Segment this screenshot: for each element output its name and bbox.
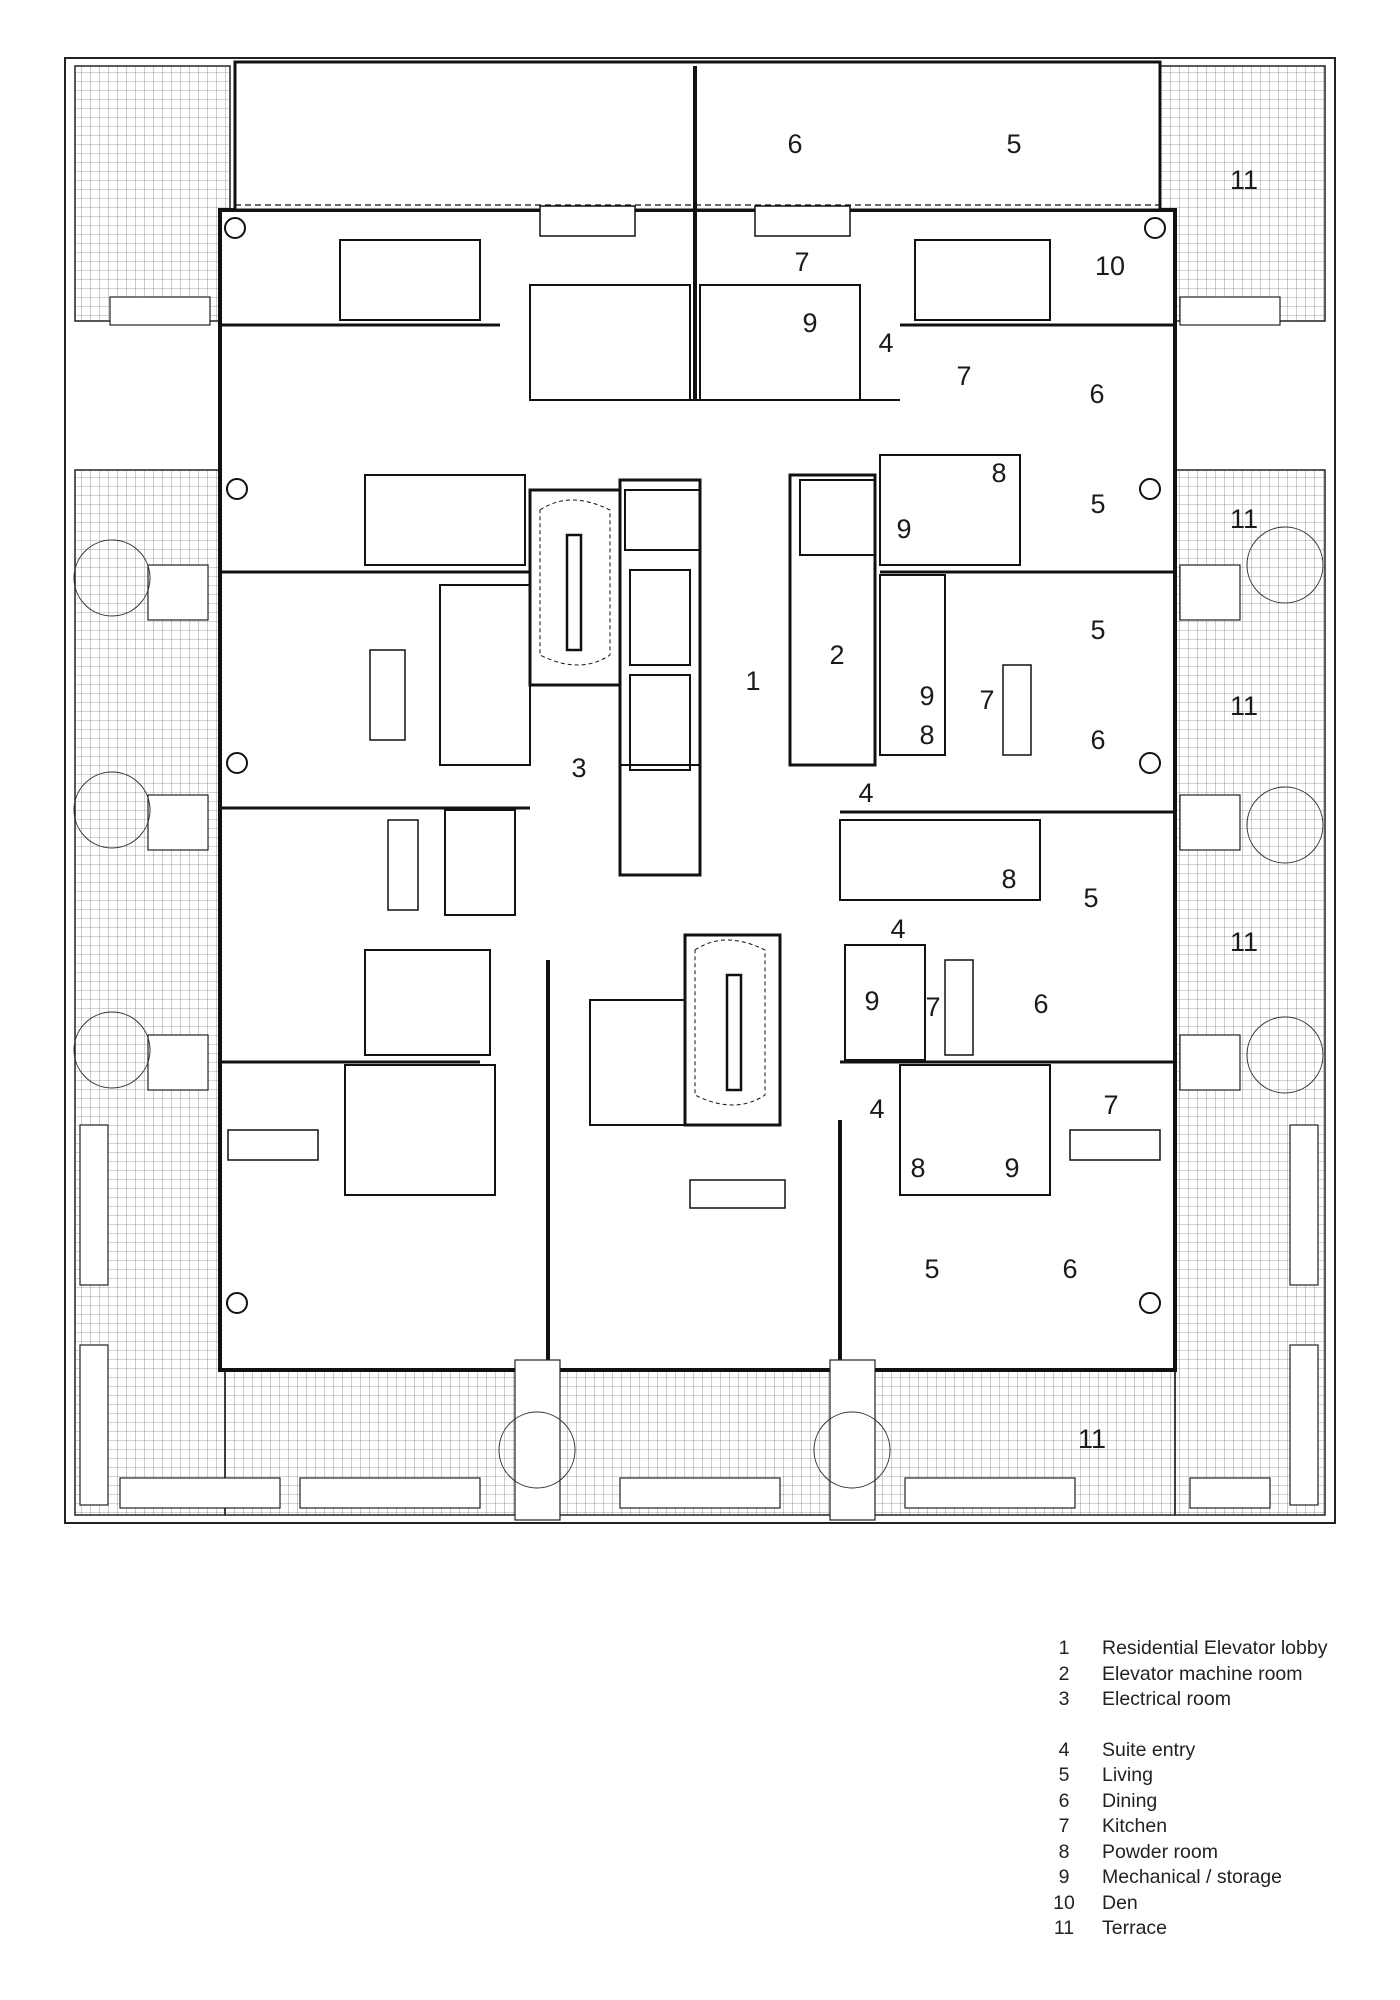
room-number-label: 6 (1062, 1254, 1077, 1284)
room-number-label: 9 (864, 986, 879, 1016)
legend-number: 3 (1058, 1688, 1070, 1711)
room-number-label: 8 (991, 458, 1006, 488)
legend-item: 8 Powder room (1040, 1840, 1380, 1866)
room-number-label: 9 (1004, 1153, 1019, 1183)
legend-label: Powder room (1102, 1840, 1218, 1863)
room-number-label: 6 (1089, 379, 1104, 409)
room-number-label: 11 (1230, 165, 1258, 195)
legend-number: 7 (1058, 1815, 1070, 1838)
building-walls (218, 60, 1177, 1372)
room-number-label: 6 (787, 129, 802, 159)
legend-number: 6 (1058, 1789, 1070, 1812)
room-number-label: 7 (979, 685, 994, 715)
room-number-label: 8 (1001, 864, 1016, 894)
site-boundary (64, 57, 1336, 1524)
planters (79, 296, 1319, 1521)
legend-item: 1 Residential Elevator lobby (1040, 1636, 1380, 1662)
interior-partitions (339, 239, 1051, 1196)
legend-group-common: 1 Residential Elevator lobby 2 Elevator mac… (1040, 1636, 1380, 1713)
legend-number: 2 (1058, 1662, 1070, 1685)
legend-number: 11 (1053, 1917, 1075, 1940)
legend-spacer (1040, 1713, 1380, 1738)
room-number-label: 11 (1230, 691, 1258, 721)
legend-number: 8 (1058, 1840, 1070, 1863)
legend-label: Residential Elevator lobby (1102, 1637, 1328, 1660)
legend-label: Suite entry (1102, 1738, 1196, 1761)
floor-plan-drawing: 6511710947689511125978116348541197647895… (64, 57, 1336, 1524)
legend-group-suite: 4 Suite entry 5 Living 6 Dining 7 Kitchen 8 Powde… (1040, 1738, 1380, 1942)
legend-number: 5 (1058, 1764, 1070, 1787)
room-number-label: 1 (745, 666, 760, 696)
room-number-label: 4 (869, 1094, 884, 1124)
legend-item: 7 Kitchen (1040, 1814, 1380, 1840)
room-number-label: 5 (1090, 489, 1105, 519)
room-number-label: 7 (925, 992, 940, 1022)
room-number-label: 3 (571, 753, 586, 783)
room-number-label: 4 (878, 328, 893, 358)
columns (224, 217, 1166, 1314)
room-number-label: 6 (1090, 725, 1105, 755)
legend-number: 4 (1058, 1738, 1070, 1761)
legend-item: 10 Den (1040, 1891, 1380, 1917)
room-number-label: 5 (1006, 129, 1021, 159)
room-number-label: 4 (890, 914, 905, 944)
room-number-label: 11 (1078, 1424, 1106, 1454)
room-number-label: 9 (896, 514, 911, 544)
legend-label: Elevator machine room (1102, 1662, 1303, 1685)
room-number-label: 5 (924, 1254, 939, 1284)
legend-number: 9 (1058, 1866, 1070, 1889)
legend-number: 10 (1053, 1891, 1075, 1914)
legend-label: Den (1102, 1891, 1138, 1914)
room-legend: 1 Residential Elevator lobby 2 Elevator mac… (1040, 1636, 1380, 1942)
room-number-label: 6 (1033, 989, 1048, 1019)
legend-item: 2 Elevator machine room (1040, 1662, 1380, 1688)
legend-label: Dining (1102, 1789, 1158, 1812)
legend-label: Electrical room (1102, 1688, 1231, 1711)
legend-label: Mechanical / storage (1102, 1866, 1282, 1889)
room-number-label: 5 (1083, 883, 1098, 913)
room-number-label: 8 (919, 720, 934, 750)
room-number-label: 11 (1230, 504, 1258, 534)
room-number-label: 10 (1095, 251, 1125, 281)
room-number-label: 11 (1230, 927, 1258, 957)
legend-item: 4 Suite entry (1040, 1738, 1380, 1764)
legend-item: 6 Dining (1040, 1789, 1380, 1815)
room-number-label: 5 (1090, 615, 1105, 645)
trees (73, 526, 1324, 1489)
legend-item: 3 Electrical room (1040, 1687, 1380, 1713)
legend-label: Living (1102, 1764, 1153, 1787)
legend-number: 1 (1058, 1637, 1070, 1660)
room-number-label: 2 (829, 640, 844, 670)
room-number-label: 4 (858, 778, 873, 808)
room-number-label: 7 (794, 247, 809, 277)
kitchen-islands (227, 205, 1161, 1209)
room-number-label: 9 (802, 308, 817, 338)
legend-label: Terrace (1102, 1917, 1168, 1940)
legend-item: 9 Mechanical / storage (1040, 1865, 1380, 1891)
room-number-label: 9 (919, 681, 934, 711)
room-number-label: 7 (1103, 1090, 1118, 1120)
room-number-label: 7 (956, 361, 971, 391)
legend-item: 5 Living (1040, 1763, 1380, 1789)
legend-label: Kitchen (1102, 1815, 1168, 1838)
room-number-label: 8 (910, 1153, 925, 1183)
legend-item: 11 Terrace (1040, 1916, 1380, 1942)
